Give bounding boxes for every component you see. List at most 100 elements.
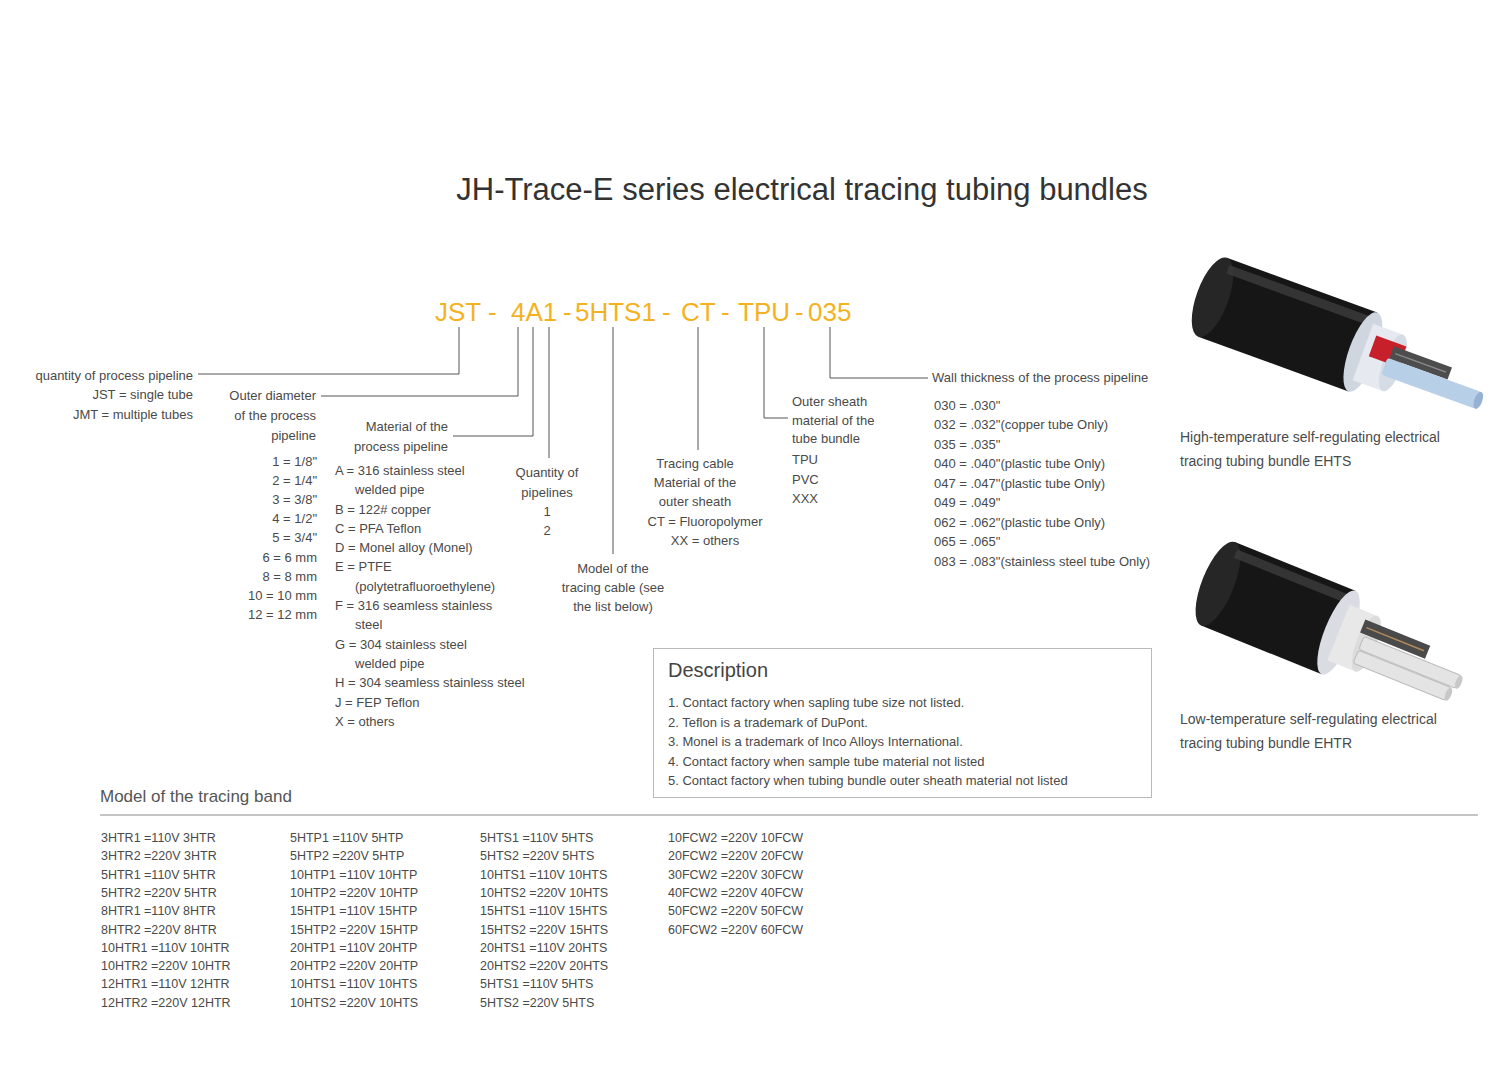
sheath-highlight xyxy=(1226,265,1370,325)
field-label: Quantity of pipelines xyxy=(502,463,592,502)
option-code: 083 = .083"(stainless steel tube Only) xyxy=(934,552,1150,572)
table-cell: 10HTS2 =220V 10HTS xyxy=(480,884,608,902)
option-code: 4 = 1/2" xyxy=(272,509,317,528)
code-segment: - xyxy=(721,296,730,328)
field-label: Model of the tracing cable (see the list… xyxy=(557,559,669,616)
image-caption: Low-temperature self-regulating electric… xyxy=(1180,708,1465,755)
option-code: 035 = .035" xyxy=(934,435,1000,455)
option-code: G = 304 stainless steel welded pipe xyxy=(335,635,497,674)
table-cell: 20HTP2 =220V 20HTP xyxy=(290,957,418,975)
leader-line xyxy=(613,327,614,554)
note-item: 1. Contact factory when sapling tube siz… xyxy=(668,693,1137,713)
tube-end xyxy=(1471,391,1485,411)
option-code: 3 = 3/8" xyxy=(272,490,317,509)
table-cell: 10FCW2 =220V 10FCW xyxy=(668,829,803,847)
note-item: 5. Contact factory when tubing bundle ou… xyxy=(668,771,1137,791)
option-code: 12 = 12 mm xyxy=(248,605,317,624)
option-code: 6 = 6 mm xyxy=(262,548,317,567)
page-title: JH-Trace-E series electrical tracing tub… xyxy=(300,170,1304,210)
option-code: 1 = 1/8" xyxy=(272,452,317,471)
table-cell: 15HTP1 =110V 15HTP xyxy=(290,902,417,920)
table-cell: 40FCW2 =220V 40FCW xyxy=(668,884,803,902)
table-cell: 10HTS2 =220V 10HTS xyxy=(290,994,418,1012)
field-label: Material of the process pipeline xyxy=(323,417,448,457)
option-code: 049 = .049" xyxy=(934,493,1000,513)
image-caption: High-temperature self-regulating electri… xyxy=(1180,426,1465,473)
table-cell: 60FCW2 =220V 60FCW xyxy=(668,921,803,939)
field-label: Outer diameter of the process pipeline xyxy=(218,386,316,446)
table-cell: 10HTP2 =220V 10HTP xyxy=(290,884,418,902)
option-code: A = 316 stainless steel welded pipe xyxy=(335,461,497,500)
table-cell: 20HTS1 =110V 20HTS xyxy=(480,939,607,957)
table-cell: 20FCW2 =220V 20FCW xyxy=(668,847,803,865)
leader-line xyxy=(698,327,699,450)
code-segment: - xyxy=(795,296,804,328)
code-segment: - xyxy=(563,296,572,328)
option-code: 2 = 1/4" xyxy=(272,471,317,490)
option-code: 2 xyxy=(543,521,550,540)
code-segment: 5HTS1 xyxy=(575,296,656,328)
section-heading: Model of the tracing band xyxy=(100,787,292,807)
table-cell: 15HTS2 =220V 15HTS xyxy=(480,921,608,939)
code-segment: 4A1 xyxy=(511,296,557,328)
option-code: E = PTFE (polytetrafluoroethylene) xyxy=(335,557,497,596)
option-code: XX = others xyxy=(671,531,739,550)
table-cell: 5HTP1 =110V 5HTP xyxy=(290,829,403,847)
table-cell: 3HTR2 =220V 3HTR xyxy=(101,847,217,865)
table-cell: 10HTR2 =220V 10HTR xyxy=(101,957,231,975)
option-code: 030 = .030" xyxy=(934,396,1000,416)
leader-line xyxy=(764,327,788,418)
field-label: Outer sheath material of the tube bundle xyxy=(792,393,892,449)
table-cell: 20HTS2 =220V 20HTS xyxy=(480,957,608,975)
note-item: 2. Teflon is a trademark of DuPont. xyxy=(668,713,1137,733)
section-rule xyxy=(100,815,1478,816)
option-code: XXX xyxy=(792,489,818,509)
table-cell: 15HTS1 =110V 15HTS xyxy=(480,902,607,920)
table-cell: 15HTP2 =220V 15HTP xyxy=(290,921,418,939)
leader-line xyxy=(321,327,518,396)
option-code: X = others xyxy=(335,712,497,731)
table-cell: 10HTS1 =110V 10HTS xyxy=(480,866,607,884)
sheath-end xyxy=(1186,536,1249,631)
option-code: B = 122# copper xyxy=(335,500,497,519)
table-cell: 10HTS1 =110V 10HTS xyxy=(290,975,417,993)
tube-end xyxy=(1453,675,1464,690)
option-code: J = FEP Teflon xyxy=(335,693,497,712)
field-label: JST = single tube xyxy=(92,385,193,404)
option-code: D = Monel alloy (Monel) xyxy=(335,538,497,557)
option-code: 062 = .062"(plastic tube Only) xyxy=(934,513,1105,533)
box-heading: Description xyxy=(668,657,1137,683)
table-cell: 8HTR1 =110V 8HTR xyxy=(101,902,216,920)
code-segment: JST xyxy=(435,296,481,328)
option-code: TPU xyxy=(792,450,818,470)
option-code: 040 = .040"(plastic tube Only) xyxy=(934,454,1105,474)
sheath-end xyxy=(1183,252,1242,342)
leader-line xyxy=(198,327,459,374)
tubing-bundle-illustration xyxy=(1186,536,1478,724)
code-segment: TPU xyxy=(738,296,790,328)
option-code: 5 = 3/4" xyxy=(272,528,317,547)
field-label: JMT = multiple tubes xyxy=(73,405,193,424)
table-cell: 10HTR1 =110V 10HTR xyxy=(101,939,230,957)
process-tube xyxy=(1353,650,1451,700)
code-segment: - xyxy=(662,296,671,328)
table-cell: 8HTR2 =220V 8HTR xyxy=(101,921,217,939)
option-code: H = 304 seamless stainless steel xyxy=(335,673,565,692)
table-cell: 5HTS2 =220V 5HTS xyxy=(480,847,594,865)
tube-end xyxy=(1443,687,1454,702)
table-cell: 12HTR2 =220V 12HTR xyxy=(101,994,231,1012)
description-box: Description 1. Contact factory when sapli… xyxy=(653,648,1152,798)
tubing-bundle-illustration xyxy=(1183,252,1498,435)
table-cell: 5HTS1 =110V 5HTS xyxy=(480,829,593,847)
option-code: PVC xyxy=(792,470,819,490)
table-cell: 50FCW2 =220V 50FCW xyxy=(668,902,803,920)
option-code: 10 = 10 mm xyxy=(248,586,317,605)
leader-line xyxy=(830,327,928,378)
option-code: C = PFA Teflon xyxy=(335,519,497,538)
table-cell: 5HTS2 =220V 5HTS xyxy=(480,994,594,1012)
field-label: quantity of process pipeline xyxy=(35,366,193,385)
code-segment: 035 xyxy=(808,296,851,328)
table-cell: 30FCW2 =220V 30FCW xyxy=(668,866,803,884)
table-cell: 12HTR1 =110V 12HTR xyxy=(101,975,230,993)
